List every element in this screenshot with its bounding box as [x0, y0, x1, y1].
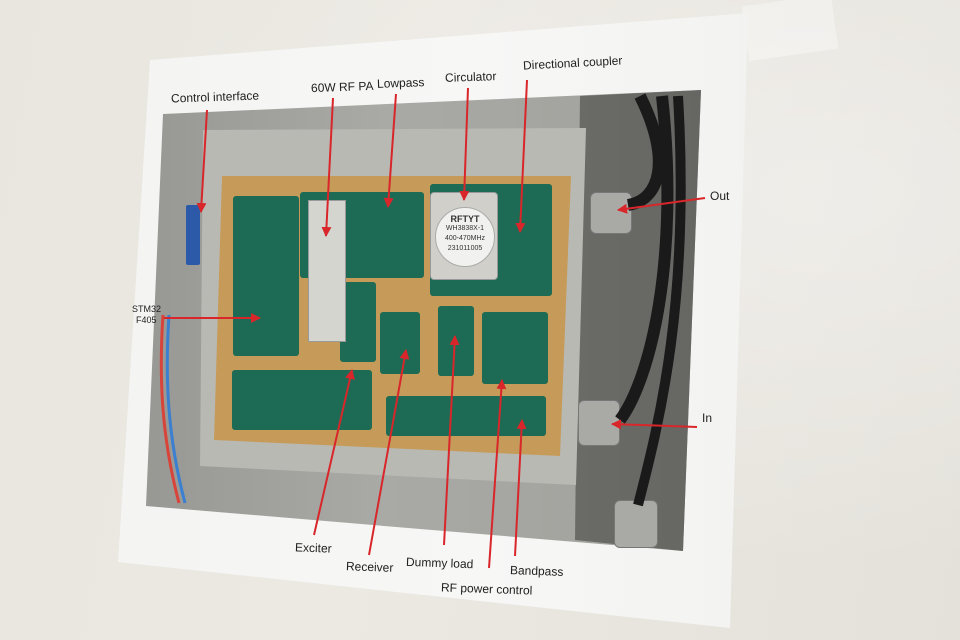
circulator-label-disc: RFTYT WH3838X-1 400-470MHz 231011005: [435, 207, 495, 267]
label-stm32-line1: STM32: [132, 304, 162, 314]
label-exciter: Exciter: [294, 540, 332, 556]
control-interface-connector: [186, 205, 200, 265]
label-dummy-load: Dummy load: [405, 554, 474, 572]
circulator-component: RFTYT WH3838X-1 400-470MHz 231011005: [430, 192, 498, 280]
circulator-brand: RFTYT: [450, 214, 480, 224]
pcb-section-exciter: [232, 370, 372, 430]
pcb-section-power-control: [482, 312, 548, 384]
arrow-dummy-load: [443, 335, 460, 546]
circulator-freq: 400-470MHz: [444, 235, 486, 242]
pcb-section-exciter-2: [340, 282, 376, 362]
arrow-in: [611, 419, 698, 430]
label-lowpass: Lowpass: [376, 75, 425, 91]
label-bandpass: Bandpass: [509, 563, 564, 579]
stm32-wires: [159, 315, 187, 504]
pcb-section-bandpass: [386, 396, 546, 436]
circulator-serial: 231011005: [447, 245, 483, 252]
arrow-rf-pa: [321, 97, 334, 237]
cable-connector: [614, 500, 658, 548]
arrow-exciter: [313, 369, 355, 536]
circulator-model: WH3838X-1: [445, 225, 485, 232]
arrow-circulator: [459, 87, 470, 201]
arrow-control-interface: [196, 109, 208, 213]
arrow-directional-coupler: [515, 79, 528, 233]
label-receiver: Receiver: [345, 559, 394, 575]
arrow-rf-power-control: [488, 379, 507, 569]
arrow-out: [617, 197, 706, 214]
label-out: Out: [710, 189, 730, 203]
arrow-lowpass: [383, 93, 397, 208]
label-in: In: [702, 411, 713, 425]
label-rf-pa: 60W RF PA: [310, 78, 374, 96]
pcb-section-receiver: [380, 312, 420, 374]
label-stm32: STM32 F405: [132, 304, 161, 326]
label-circulator: Circulator: [444, 69, 497, 85]
arrow-bandpass: [514, 419, 527, 557]
arrow-receiver: [368, 349, 410, 556]
label-stm32-line2: F405: [136, 315, 157, 325]
pcb-section-mcu: [233, 196, 299, 356]
